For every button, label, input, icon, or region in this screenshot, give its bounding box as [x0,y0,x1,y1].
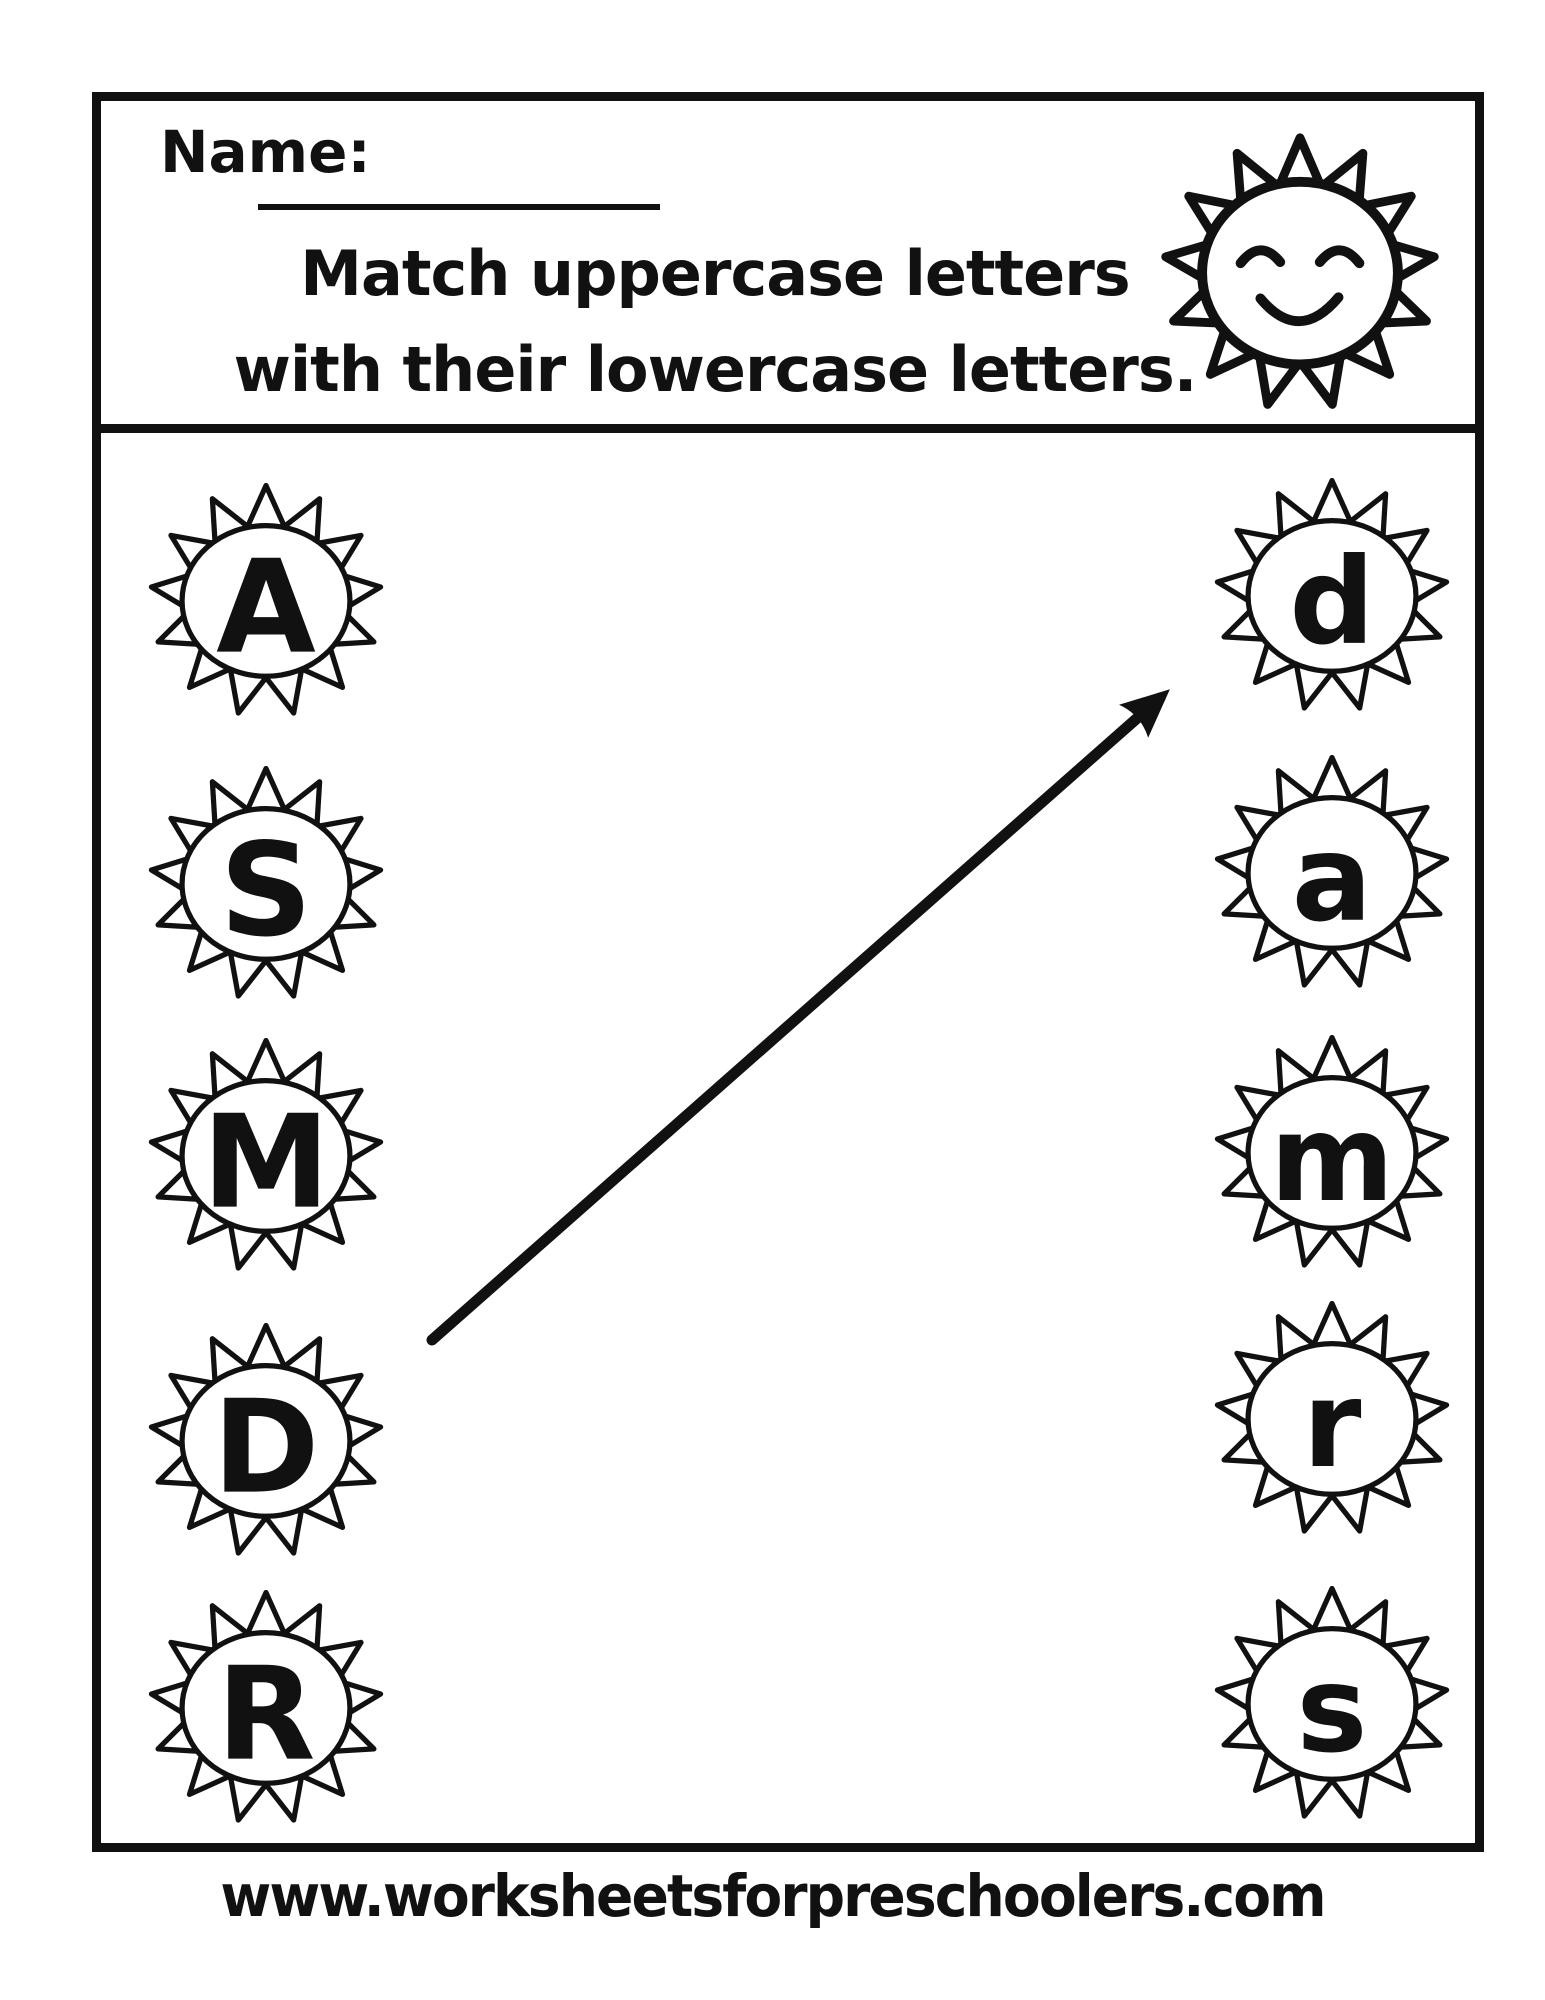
footer-website: www.worksheetsforpreschoolers.com [220,1862,1326,1930]
sun-uppercase-S[interactable]: S [142,759,390,1007]
svg-text:m: m [1270,1090,1394,1229]
svg-text:M: M [202,1088,330,1238]
svg-text:r: r [1303,1356,1362,1495]
title-line-1: Match uppercase letters [300,237,1130,310]
svg-text:R: R [216,1640,315,1790]
sun-lowercase-r[interactable]: r [1208,1294,1456,1542]
worksheet-title: Match uppercase letters with their lower… [200,226,1230,418]
sun-lowercase-d[interactable]: d [1208,471,1456,719]
title-line-2: with their lowercase letters. [233,333,1198,407]
svg-text:A: A [216,533,316,683]
sun-lowercase-m[interactable]: m [1208,1028,1456,1276]
sun-uppercase-A[interactable]: A [142,476,390,724]
name-input-line[interactable] [258,204,660,210]
svg-text:D: D [213,1373,320,1523]
svg-text:s: s [1297,1641,1368,1780]
svg-text:S: S [220,816,313,966]
sun-lowercase-s[interactable]: s [1208,1579,1456,1827]
sun-lowercase-a[interactable]: a [1208,748,1456,996]
svg-text:a: a [1292,810,1372,949]
name-label: Name: [160,118,371,186]
sun-uppercase-R[interactable]: R [142,1583,390,1831]
header-divider [92,424,1484,433]
smiling-sun-icon [1157,129,1443,415]
sun-uppercase-D[interactable]: D [142,1316,390,1564]
sun-uppercase-M[interactable]: M [142,1031,390,1279]
svg-text:d: d [1289,533,1374,672]
